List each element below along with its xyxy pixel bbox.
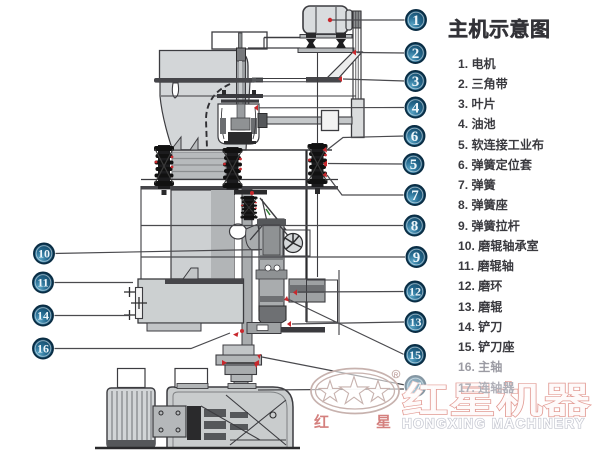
svg-text:HONGXING MACHINERY: HONGXING MACHINERY	[402, 416, 585, 431]
svg-text:6: 6	[411, 129, 419, 145]
svg-text:3: 3	[412, 74, 420, 90]
svg-text:红星机器: 红星机器	[402, 380, 592, 420]
svg-text:1: 1	[412, 13, 420, 29]
svg-text:13: 13	[410, 315, 422, 329]
svg-text:16: 16	[37, 342, 49, 356]
svg-text:8: 8	[411, 219, 419, 235]
svg-text:15: 15	[409, 348, 421, 362]
svg-text:R: R	[394, 373, 399, 379]
svg-text:4: 4	[412, 101, 420, 117]
svg-text:14: 14	[37, 309, 49, 323]
svg-text:7: 7	[411, 188, 419, 204]
svg-text:10: 10	[38, 247, 50, 261]
svg-text:红: 红	[314, 413, 329, 431]
svg-text:9: 9	[413, 250, 421, 266]
svg-text:2: 2	[412, 46, 420, 62]
svg-text:5: 5	[410, 157, 418, 173]
svg-text:11: 11	[37, 276, 48, 290]
svg-text:12: 12	[409, 285, 421, 299]
svg-text:星: 星	[376, 414, 391, 431]
